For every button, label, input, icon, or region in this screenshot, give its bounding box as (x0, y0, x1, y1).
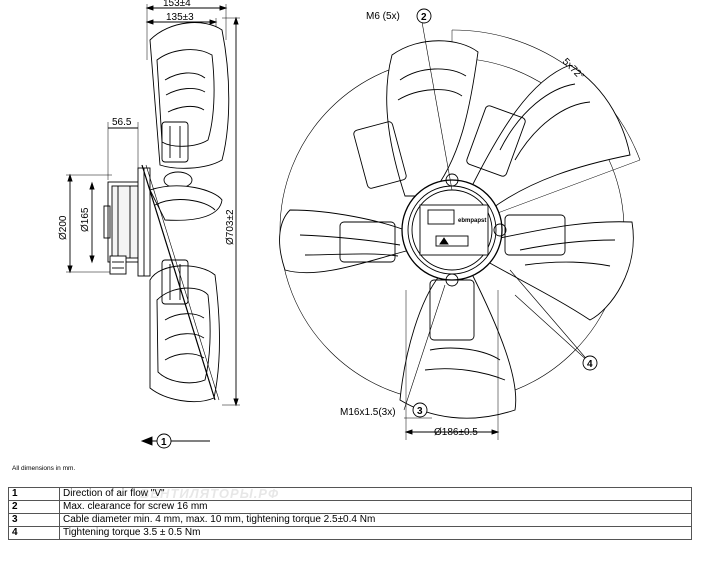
callout-3-marker: 3 (412, 402, 428, 418)
dim-dia-200: Ø200 (58, 215, 69, 240)
dim-dia-186: Ø186±0.5 (434, 427, 478, 438)
front-view (279, 21, 641, 440)
callout-1-marker: 1 (156, 433, 172, 449)
side-view (66, 4, 240, 446)
callout-4-marker: 4 (582, 355, 598, 371)
legend-number: 4 (8, 526, 60, 540)
dim-dia-165: Ø165 (80, 207, 91, 232)
dim-screw-m6: M6 (5x) (366, 11, 400, 22)
legend-text: Cable diameter min. 4 mm, max. 10 mm, ti… (59, 513, 692, 527)
legend-number: 2 (8, 500, 60, 514)
callout-2-label: 2 (421, 12, 427, 23)
legend-row: 2 Max. clearance for screw 16 mm (8, 500, 692, 514)
dim-width-135: 135±3 (166, 12, 194, 23)
dim-dia-703: Ø703±2 (225, 209, 236, 245)
legend-row: 4 Tightening torque 3.5 ± 0.5 Nm (8, 526, 692, 540)
dim-width-153: 153±4 (163, 0, 191, 9)
legend-number: 1 (8, 487, 60, 501)
dim-screw-m16: M16x1.5(3x) (340, 407, 396, 418)
legend-text: Tightening torque 3.5 ± 0.5 Nm (59, 526, 692, 540)
legend-row: 1 Direction of air flow "V" (8, 487, 692, 501)
callout-1-label: 1 (161, 437, 167, 448)
technical-drawing: 153±4 135±3 56.5 Ø200 Ø165 Ø703±2 1 (58, 0, 641, 449)
callout-3-label: 3 (417, 406, 423, 417)
hub-logo: ebmpapst (458, 218, 486, 224)
legend-table: 1 Direction of air flow "V" 2 Max. clear… (8, 487, 692, 540)
legend-text: Max. clearance for screw 16 mm (59, 500, 692, 514)
legend-number: 3 (8, 513, 60, 527)
dim-depth-56: 56.5 (112, 117, 132, 128)
legend-row: 3 Cable diameter min. 4 mm, max. 10 mm, … (8, 513, 692, 527)
watermark: ВЕНТИЛЯТОРЫ.РФ (140, 486, 280, 501)
units-note: All dimensions in mm. (12, 465, 76, 472)
callout-4-label: 4 (587, 359, 593, 370)
callout-2-marker: 2 (416, 8, 432, 24)
